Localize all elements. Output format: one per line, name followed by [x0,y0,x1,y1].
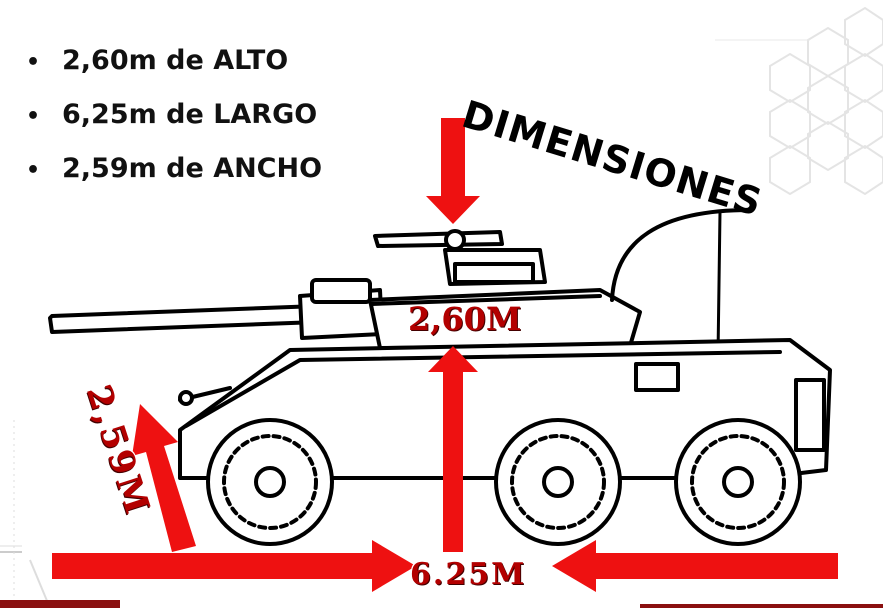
turret [368,288,642,350]
antenna [610,208,752,302]
height-arrow-down [426,118,480,224]
width-arrow [132,404,196,552]
bullet-text: 2,60m de ALTO [62,45,289,76]
wheel [494,418,622,546]
dimension-arrows [52,118,838,592]
wheel [674,418,802,546]
length-label: 6.25M [410,557,527,592]
turret-line [370,294,602,306]
armored-vehicle-drawing [48,208,832,546]
bullet-item-height: • 2,60m de ALTO [26,40,322,94]
cupola-hatch [453,262,535,284]
hull-edge [184,350,782,428]
bullet-item-width: • 2,59m de ANCHO [26,148,322,202]
hull-box [634,362,680,392]
mg-mount [444,229,466,251]
dimension-bullet-list: • 2,60m de ALTO • 6,25m de LARGO • 2,59m de… [26,40,322,202]
length-arrow-right [52,540,416,592]
height-label: 2,60M [408,300,522,338]
machine-gun [373,230,504,248]
antenna-mast [716,210,722,357]
hexagon-background [769,6,883,196]
wheel [206,418,334,546]
gun-barrel [48,304,320,334]
bullet-text: 6,25m de LARGO [62,99,318,130]
bullet-text: 2,59m de ANCHO [62,153,323,184]
bullet-dot-icon: • [26,50,41,75]
height-arrow-up [428,346,478,552]
length-arrow-left [552,540,838,592]
headlight [178,390,194,406]
bullet-dot-icon: • [26,158,41,183]
rear-panel [794,378,826,452]
accent-bar-right [640,604,883,608]
bullet-dot-icon: • [26,104,41,129]
bullet-item-length: • 6,25m de LARGO [26,94,322,148]
accent-bar-left [0,600,120,608]
turret-box [310,278,372,304]
